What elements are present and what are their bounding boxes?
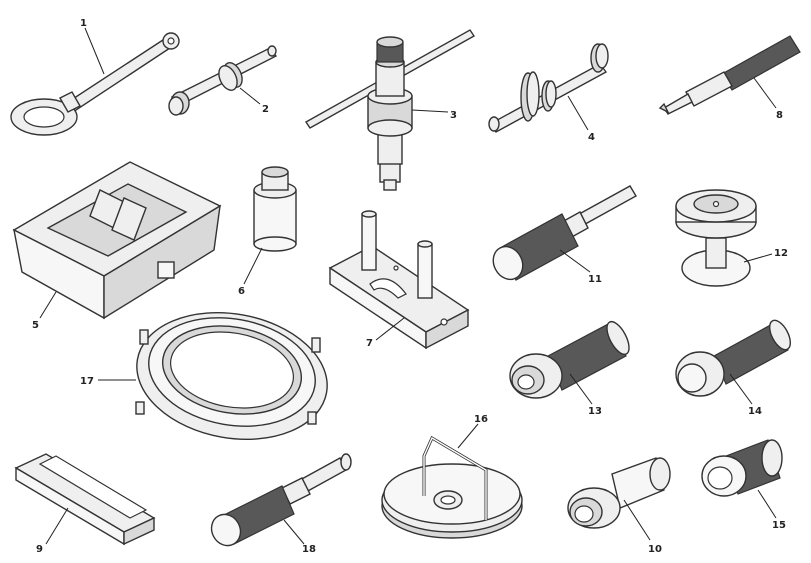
callout-5: 5 xyxy=(32,320,39,331)
leader-line-16 xyxy=(457,423,479,449)
leader-line-18 xyxy=(283,519,305,545)
callout-8: 8 xyxy=(776,110,783,121)
holding-tray-part-5 xyxy=(12,161,222,320)
leader-line-10 xyxy=(623,499,651,541)
leader-line-1 xyxy=(84,27,105,75)
leader-line-7 xyxy=(375,317,405,341)
leader-line-4 xyxy=(567,95,589,131)
callout-numbers: 1 2 3 4 5 6 7 8 9 10 11 12 13 14 15 16 1… xyxy=(32,18,788,555)
callout-15: 15 xyxy=(772,520,786,531)
leader-line-11 xyxy=(559,249,591,273)
flanged-pin-part-4 xyxy=(488,43,609,133)
slotted-block-part-9 xyxy=(14,453,156,546)
stepped-sleeve-part-10 xyxy=(567,457,671,529)
callout-4: 4 xyxy=(588,132,595,143)
sleeve-cylinder-part-6 xyxy=(253,166,297,252)
callout-12: 12 xyxy=(774,248,788,259)
callout-2: 2 xyxy=(262,104,269,115)
leader-line-5 xyxy=(39,291,57,319)
leader-line-8 xyxy=(753,77,777,109)
callout-3: 3 xyxy=(450,110,457,121)
lifting-plate-part-16 xyxy=(381,435,523,539)
knurled-drift-part-11 xyxy=(492,185,637,281)
timing-bracket-part-7 xyxy=(328,210,470,350)
leader-line-13 xyxy=(569,373,593,405)
wrench-tool-part-1 xyxy=(10,32,180,136)
callout-11: 11 xyxy=(588,274,602,285)
callout-1: 1 xyxy=(80,18,87,29)
knurled-bushing-part-13 xyxy=(509,320,630,399)
leader-line-3 xyxy=(411,109,449,113)
leader-line-12 xyxy=(743,253,773,263)
handle-driver-part-8 xyxy=(658,35,801,115)
leader-line-15 xyxy=(757,489,777,519)
leader-lines xyxy=(39,27,777,545)
callout-13: 13 xyxy=(588,406,602,417)
callout-7: 7 xyxy=(366,338,373,349)
leader-line-2 xyxy=(239,87,261,105)
callout-10: 10 xyxy=(648,544,662,555)
callout-16: 16 xyxy=(474,414,488,425)
mushroom-adapter-part-12 xyxy=(675,189,757,287)
callout-9: 9 xyxy=(36,544,43,555)
callout-6: 6 xyxy=(238,286,245,297)
knurled-bushing-part-14 xyxy=(675,319,792,397)
leader-line-6 xyxy=(243,247,263,285)
short-bushing-part-15 xyxy=(701,439,783,497)
drift-pin-part-2 xyxy=(168,45,278,116)
ring-fixture-part-17 xyxy=(135,312,328,440)
callout-14: 14 xyxy=(748,406,762,417)
leader-line-14 xyxy=(729,373,753,405)
knurled-handle-tool-part-18 xyxy=(210,453,352,547)
callout-18: 18 xyxy=(302,544,316,555)
callout-17: 17 xyxy=(80,376,94,387)
t-handle-puller-part-3 xyxy=(304,29,476,191)
leader-line-9 xyxy=(45,507,69,545)
